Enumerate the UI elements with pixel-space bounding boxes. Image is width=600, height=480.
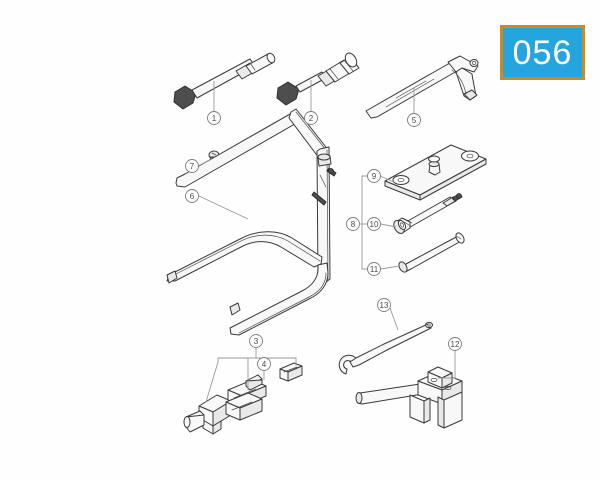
part-9-mounting-plate <box>384 144 487 201</box>
part-5-forked-lever-bar <box>365 55 479 119</box>
part-1-driver-rod <box>173 52 276 110</box>
callout-4[interactable]: 4 <box>257 357 271 371</box>
callout-13[interactable]: 13 <box>377 298 391 312</box>
part-13-hook-spanner <box>338 321 433 375</box>
callout-5-label: 5 <box>412 116 417 125</box>
callout-9-label: 9 <box>372 172 377 181</box>
callout-6[interactable]: 6 <box>185 189 199 203</box>
callout-2-label: 2 <box>309 114 314 123</box>
callout-10-label: 10 <box>370 220 379 229</box>
callout-7-label: 7 <box>190 162 195 171</box>
callout-3-label: 3 <box>254 337 259 346</box>
callout-11[interactable]: 11 <box>367 262 381 276</box>
part-10-threaded-adapter <box>393 193 463 234</box>
callout-12[interactable]: 12 <box>448 337 462 351</box>
part-12-holding-fixture <box>355 366 463 429</box>
page-number-badge: 056 <box>500 25 585 80</box>
part-3-4-clamp-assembly <box>183 362 303 435</box>
callout-2[interactable]: 2 <box>304 111 318 125</box>
part-6-tubular-stand <box>166 108 337 336</box>
part-11-spacer-sleeve <box>398 232 465 273</box>
callout-bubbles: 1 2 3 4 5 6 7 <box>185 111 462 371</box>
callout-13-label: 13 <box>380 301 389 310</box>
part-2-short-driver <box>276 52 360 106</box>
leader-lines <box>197 80 456 403</box>
callout-6-label: 6 <box>190 192 195 201</box>
callout-4-label: 4 <box>262 360 267 369</box>
callout-1-label: 1 <box>212 114 217 123</box>
callout-9[interactable]: 9 <box>367 169 381 183</box>
callout-8[interactable]: 8 <box>346 217 360 231</box>
callout-1[interactable]: 1 <box>207 111 221 125</box>
callout-8-label: 8 <box>351 220 356 229</box>
callout-3[interactable]: 3 <box>249 334 263 348</box>
callout-12-label: 12 <box>451 340 460 349</box>
callout-11-label: 11 <box>370 265 379 274</box>
callout-7[interactable]: 7 <box>185 159 199 173</box>
callout-10[interactable]: 10 <box>367 217 381 231</box>
callout-5[interactable]: 5 <box>407 113 421 127</box>
